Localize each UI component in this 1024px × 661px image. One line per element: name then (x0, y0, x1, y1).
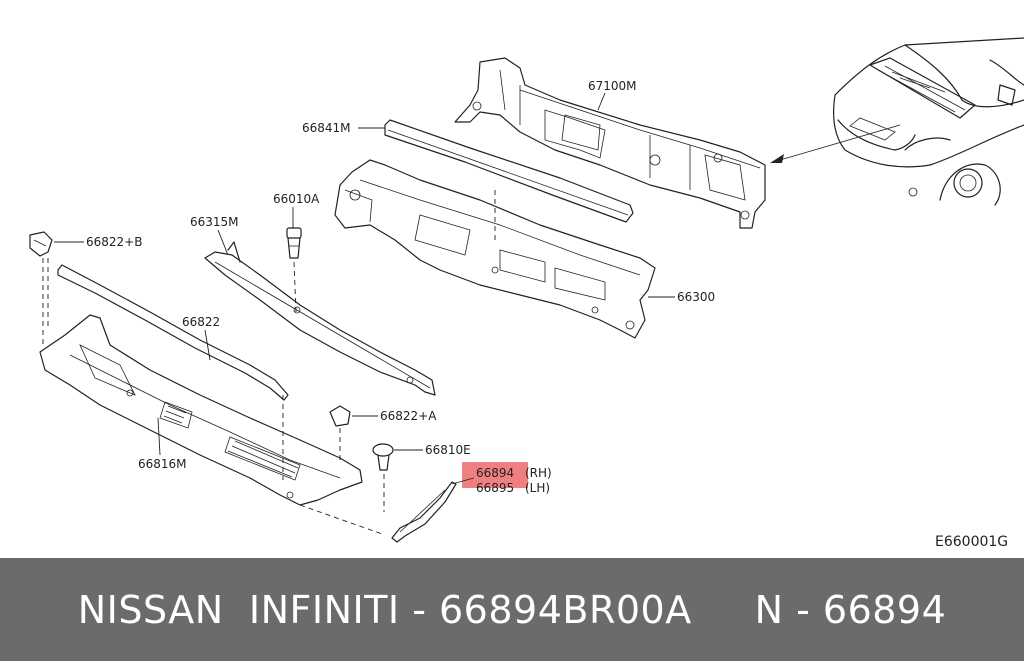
leader-66894 (451, 477, 475, 485)
label-66816m: 66816M (138, 457, 187, 471)
callout-arrow-line (779, 124, 901, 161)
dash-66894 (299, 504, 386, 536)
part-67100m-panel (454, 57, 766, 229)
vehicle-front-illustration (833, 37, 1024, 206)
label-66894-side: (RH) (525, 466, 552, 480)
part-66822a-clip (329, 405, 351, 427)
part-highlight (462, 462, 528, 488)
label-66300: 66300 (677, 290, 715, 304)
parts-diagram: 67100M 66841M 66300 66010A 66315M (29, 37, 1024, 550)
part-66841m-strip (384, 119, 634, 223)
leader-66816m (157, 417, 161, 456)
part-66822b-clip (29, 231, 53, 257)
label-67100m: 67100M (588, 79, 637, 93)
callout-arrowhead (770, 154, 784, 163)
label-66895-side: (LH) (525, 481, 550, 495)
label-66315m: 66315M (190, 215, 239, 229)
drawing-code: E660001G (935, 534, 1008, 550)
label-66822: 66822 (182, 315, 220, 329)
label-66810e: 66810E (425, 443, 471, 457)
part-66315m-rail (204, 241, 436, 396)
part-66300-cowl-top (334, 159, 656, 339)
part-number-banner: NISSAN INFINITI - 66894BR00A N - 66894 (0, 558, 1024, 661)
label-66822b: 66822+B (86, 235, 142, 249)
leader-66315m (217, 229, 229, 256)
part-66816m-grille (39, 314, 363, 506)
leader-67100m (597, 92, 606, 111)
label-66895: 66895 (476, 481, 514, 495)
label-66894: 66894 (476, 466, 514, 480)
dash-66010a (293, 261, 297, 313)
part-66822-seal (57, 264, 289, 401)
label-66010a: 66010A (273, 192, 320, 206)
part-66894-seal (391, 481, 457, 543)
part-66010a-grommet (286, 227, 302, 259)
label-66841m: 66841M (302, 121, 351, 135)
leader-66822 (204, 329, 211, 361)
part-66810e-clip (372, 443, 394, 471)
part-number-text: NISSAN INFINITI - 66894BR00A N - 66894 (77, 587, 947, 632)
label-66822a: 66822+A (380, 409, 437, 423)
